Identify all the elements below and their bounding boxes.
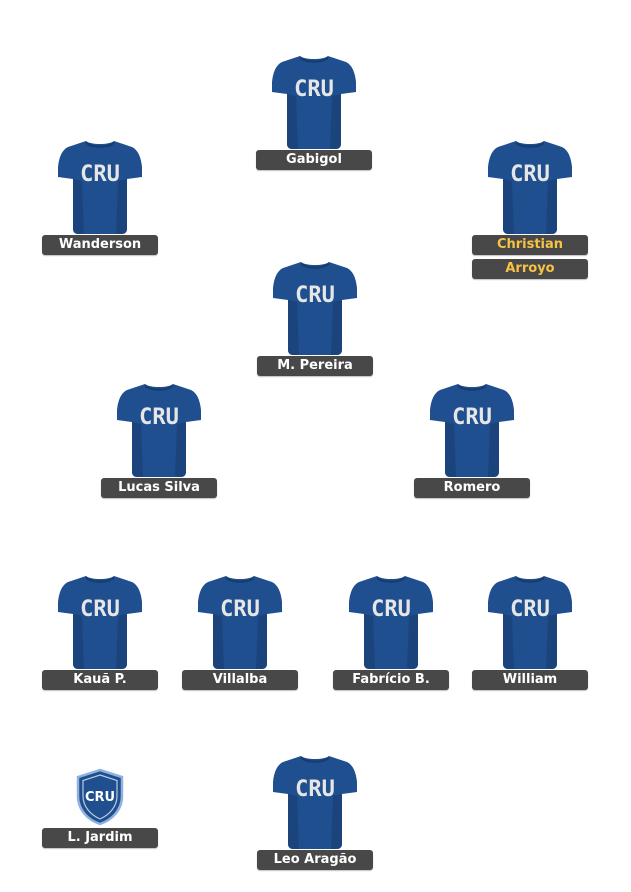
player-wanderson[interactable]: CRU Wanderson <box>42 137 158 255</box>
jersey-text: CRU <box>294 77 334 102</box>
jersey-text: CRU <box>295 777 335 802</box>
player-lucas-silva[interactable]: CRU Lucas Silva <box>101 380 217 498</box>
player-name: Leo Aragão <box>257 850 373 870</box>
jersey-icon: CRU <box>349 572 433 670</box>
player-kaua-p[interactable]: CRU Kauã P. <box>42 572 158 690</box>
player-name-line-1: Christian <box>472 235 588 255</box>
jersey-icon: CRU <box>430 380 514 478</box>
jersey-text: CRU <box>295 283 335 308</box>
player-name: Villalba <box>182 670 298 690</box>
player-name: Fabrício B. <box>333 670 449 690</box>
jersey-icon: CRU <box>272 52 356 150</box>
jersey-text: CRU <box>510 597 550 622</box>
jersey-text: CRU <box>80 162 120 187</box>
player-name: Lucas Silva <box>101 478 217 498</box>
player-name: Gabigol <box>256 150 372 170</box>
club-crest-icon: CRU <box>76 768 124 826</box>
jersey-text: CRU <box>510 162 550 187</box>
player-name: William <box>472 670 588 690</box>
jersey-icon: CRU <box>273 752 357 850</box>
jersey-icon: CRU <box>488 572 572 670</box>
player-name: M. Pereira <box>257 356 373 376</box>
player-villalba[interactable]: CRU Villalba <box>182 572 298 690</box>
jersey-icon: CRU <box>488 137 572 235</box>
player-m-pereira[interactable]: CRU M. Pereira <box>257 258 373 376</box>
player-name: Wanderson <box>42 235 158 255</box>
player-romero[interactable]: CRU Romero <box>414 380 530 498</box>
player-l-jardim[interactable]: CRU L. Jardim <box>42 768 158 848</box>
jersey-icon: CRU <box>273 258 357 356</box>
jersey-icon: CRU <box>198 572 282 670</box>
player-gabigol[interactable]: CRU Gabigol <box>256 52 372 170</box>
jersey-icon: CRU <box>58 137 142 235</box>
player-name: L. Jardim <box>42 828 158 848</box>
jersey-text: CRU <box>139 405 179 430</box>
player-fabricio-b[interactable]: CRU Fabrício B. <box>333 572 449 690</box>
jersey-text: CRU <box>220 597 260 622</box>
jersey-text: CRU <box>80 597 120 622</box>
player-leo-aragao[interactable]: CRU Leo Aragão <box>257 752 373 870</box>
jersey-icon: CRU <box>117 380 201 478</box>
player-christian-arroyo[interactable]: CRU Christian Arroyo <box>472 137 588 279</box>
jersey-text: CRU <box>371 597 411 622</box>
jersey-text: CRU <box>452 405 492 430</box>
player-name: Kauã P. <box>42 670 158 690</box>
jersey-icon: CRU <box>58 572 142 670</box>
player-name-line-2: Arroyo <box>472 259 588 279</box>
player-william[interactable]: CRU William <box>472 572 588 690</box>
crest-text: CRU <box>85 790 115 805</box>
player-name: Romero <box>414 478 530 498</box>
